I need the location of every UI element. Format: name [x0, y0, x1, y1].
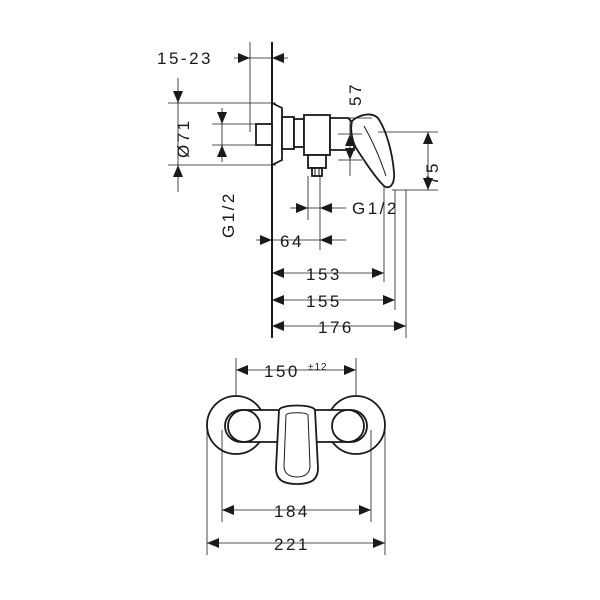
dim-176-label: 176	[318, 318, 354, 337]
arrow	[173, 91, 183, 103]
dim-221-label: 221	[274, 535, 310, 554]
dim-75-label: 75	[423, 161, 442, 185]
arrow	[345, 148, 355, 160]
arrow	[272, 268, 284, 278]
faucet-side-body	[255, 101, 396, 189]
arrow	[272, 53, 284, 63]
arrow	[217, 112, 227, 124]
dim-15-23-label: 15-23	[157, 49, 213, 68]
arrow	[344, 365, 356, 375]
dim-150-label: 150	[264, 362, 300, 381]
arrow	[272, 321, 284, 331]
dim-64-label: 64	[280, 232, 304, 251]
arrow	[296, 203, 308, 213]
dim-153-label: 153	[306, 265, 342, 284]
arrow	[423, 132, 433, 144]
arrow	[272, 295, 284, 305]
arrow	[394, 321, 406, 331]
side-view: 15-23 Ø71 G1/2	[157, 42, 442, 338]
dim-diameter-label: Ø71	[174, 118, 193, 158]
arrow	[260, 235, 272, 245]
arrow	[345, 134, 355, 146]
arrow	[423, 178, 433, 190]
arrow	[383, 295, 395, 305]
dim-184-label: 184	[274, 502, 310, 521]
dim-150-tolerance: ±12	[308, 362, 328, 373]
arrow	[173, 165, 183, 177]
arrow	[373, 538, 385, 548]
faucet-front-body	[206, 395, 386, 485]
arrow	[217, 145, 227, 157]
arrow	[238, 53, 250, 63]
dim-155-label: 155	[306, 292, 342, 311]
arrow	[222, 505, 234, 515]
dim-57-label: 57	[346, 82, 365, 106]
arrow	[372, 268, 384, 278]
arrow	[320, 235, 332, 245]
front-view: 150 ±12 184 221	[206, 358, 386, 555]
dim-thread-left-label: G1/2	[219, 191, 238, 238]
arrow	[359, 505, 371, 515]
dim-thread-right-label: G1/2	[352, 199, 399, 218]
arrow	[236, 365, 248, 375]
arrow	[320, 203, 332, 213]
arrow	[207, 538, 219, 548]
